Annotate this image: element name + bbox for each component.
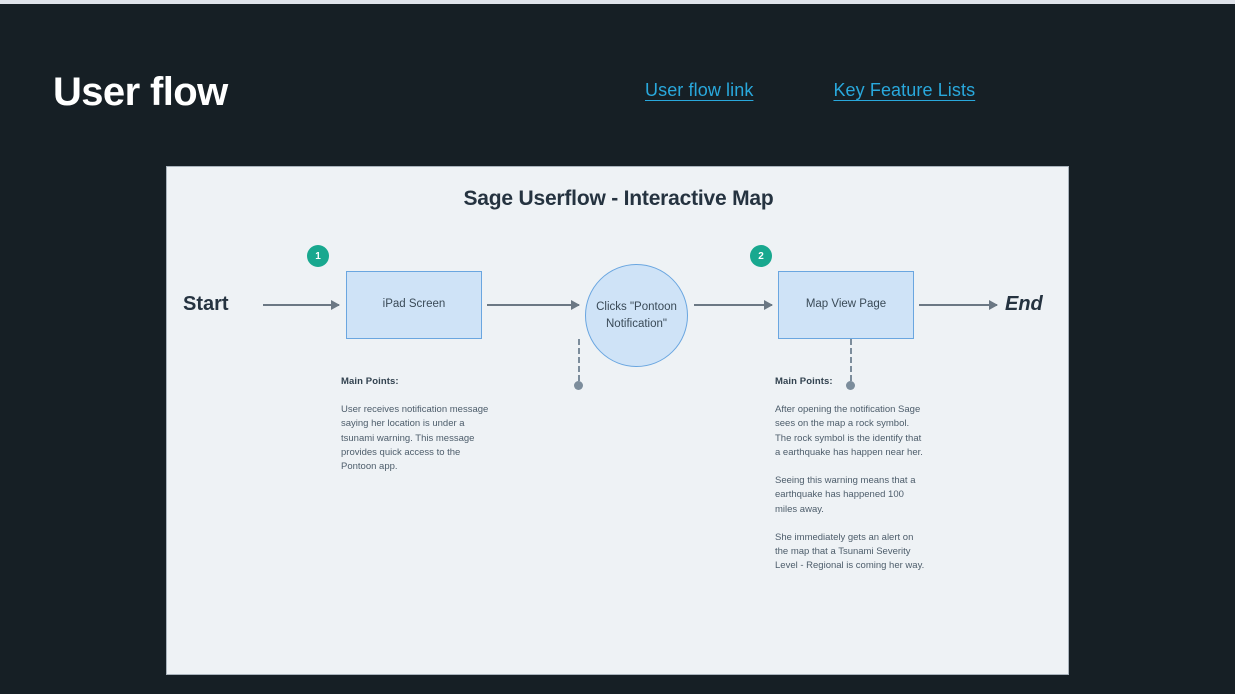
node-ipad-screen[interactable]: iPad Screen xyxy=(346,271,482,339)
connector-mapview-annotation xyxy=(850,339,852,381)
top-strip xyxy=(0,0,1235,4)
annotation-right-paragraph: Seeing this warning means that a earthqu… xyxy=(775,475,916,515)
nav-links: User flow link Key Feature Lists xyxy=(645,80,975,101)
node-map-view-page[interactable]: Map View Page xyxy=(778,271,914,339)
flow-start-label: Start xyxy=(183,293,229,315)
nav-link-user-flow[interactable]: User flow link xyxy=(645,80,754,100)
diagram-title: Sage Userflow - Interactive Map xyxy=(463,187,774,210)
page-header: User flow User flow link Key Feature Lis… xyxy=(0,66,1235,136)
diagram-canvas: Sage Userflow - Interactive Map Start En… xyxy=(166,166,1069,675)
annotation-right: Main Points: After opening the notificat… xyxy=(775,376,925,574)
page-title: User flow xyxy=(53,70,228,114)
step-badge-1: 1 xyxy=(307,245,329,267)
step-badge-2: 2 xyxy=(750,245,772,267)
annotation-left-paragraph: User receives notification message sayin… xyxy=(341,404,489,472)
arrow-mapview-to-end xyxy=(919,300,998,310)
arrow-click-to-mapview xyxy=(694,300,773,310)
flow-end-label: End xyxy=(1005,293,1043,315)
node-clicks-pontoon-notification[interactable]: Clicks "Pontoon Notification" xyxy=(585,264,688,367)
nav-link-key-feature-lists[interactable]: Key Feature Lists xyxy=(833,80,976,100)
annotation-right-paragraph: She immediately gets an alert on the map… xyxy=(775,531,925,572)
connector-ipad-annotation xyxy=(578,339,580,381)
pin-dot-left xyxy=(574,381,583,390)
arrow-start-to-ipad xyxy=(263,300,340,310)
annotation-right-heading: Main Points: xyxy=(775,376,833,387)
annotation-left: Main Points: User receives notification … xyxy=(341,376,491,474)
pin-dot-right xyxy=(846,381,855,390)
annotation-right-paragraph: After opening the notification Sage sees… xyxy=(775,404,923,458)
arrow-ipad-to-click xyxy=(487,300,580,310)
annotation-left-heading: Main Points: xyxy=(341,376,399,387)
